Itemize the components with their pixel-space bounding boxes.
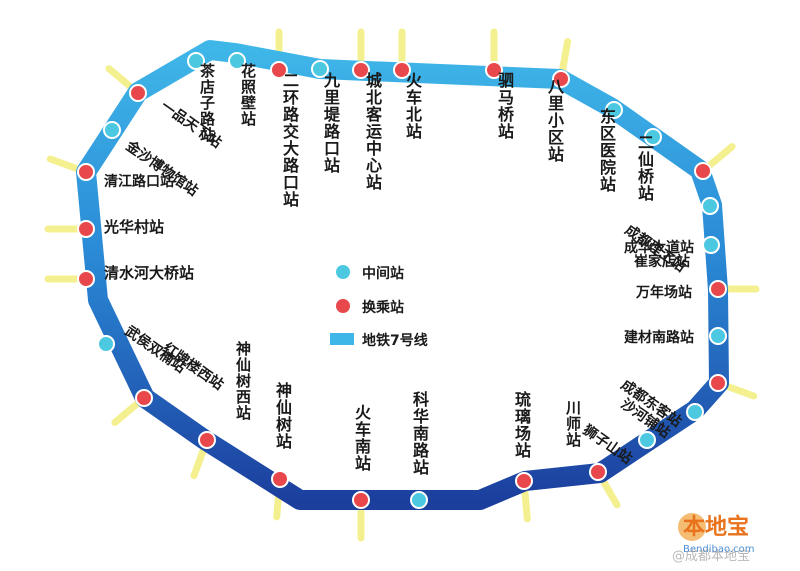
station-label: 火车北站 (406, 71, 423, 141)
transfer-station-dot[interactable] (352, 61, 370, 79)
station-label: 神仙树西站 (236, 340, 251, 422)
transfer-station-dot[interactable] (77, 270, 95, 288)
legend: 中间站 换乘站 地铁7号线 (330, 265, 428, 349)
station-label: 火车南站 (355, 403, 372, 473)
station-label: 驷马桥站 (498, 71, 515, 141)
station-label: 琉璃场站 (515, 390, 531, 460)
transfer-station-dot[interactable] (198, 431, 216, 449)
transfer-station-dot[interactable] (270, 61, 288, 79)
transfer-station-dot[interactable] (515, 472, 533, 490)
site-text: Bendibao.com (683, 544, 754, 555)
station-label: 神仙树站 (276, 381, 292, 451)
station-label: 万年场站 (635, 284, 692, 301)
station-label: 科华南路站 (413, 390, 430, 477)
legend-line-label: 地铁7号线 (362, 332, 428, 349)
station-label: 茶店子路站 (200, 62, 216, 144)
intermediate-station-dot[interactable] (644, 128, 662, 146)
intermediate-station-dot[interactable] (686, 403, 704, 421)
intermediate-station-dot[interactable] (605, 101, 623, 119)
transfer-station-dot[interactable] (709, 374, 727, 392)
intermediate-station-dot[interactable] (701, 197, 719, 215)
transfer-station-dot[interactable] (352, 491, 370, 509)
transfer-station-dot[interactable] (77, 163, 95, 181)
transfer-station-dot[interactable] (709, 280, 727, 298)
legend-transfer-dot (336, 299, 350, 313)
station-label: 川师站 (565, 399, 581, 449)
bendibao-logo: 本地宝 Bendibao.com (678, 513, 754, 555)
station-label: 成华大道站 (624, 239, 694, 256)
station-label: 金沙博物馆站 (122, 137, 201, 200)
station-label: 八里小区站 (547, 77, 565, 164)
station-label: 清水河大桥站 (104, 264, 194, 282)
brand-text: 本地宝 (683, 514, 749, 540)
intermediate-station-dot[interactable] (311, 60, 329, 78)
transfer-station-dot[interactable] (485, 61, 503, 79)
station-label: 东区医院站 (600, 107, 616, 194)
station-label: 二环路交大路口站 (283, 71, 300, 209)
watermark: 本地宝 Bendibao.com @成都本地宝 (672, 513, 754, 564)
station-label: 建材南路站 (624, 329, 694, 346)
station-label: 花照壁站 (241, 62, 256, 128)
weibo-text: @成都本地宝 (672, 549, 750, 564)
station-label: 崔家店站 (634, 253, 690, 270)
intermediate-station-dot[interactable] (702, 236, 720, 254)
intermediate-station-dot[interactable] (97, 335, 115, 353)
intermediate-station-dot[interactable] (410, 491, 428, 509)
legend-transfer-label: 换乘站 (362, 299, 404, 316)
legend-intermediate-dot (336, 265, 350, 279)
station-label: 清江路口站 (104, 173, 174, 190)
transfer-station-dot[interactable] (589, 463, 607, 481)
station-label: 二仙桥站 (638, 133, 655, 203)
legend-line-swatch (330, 333, 354, 345)
transfer-station-dot[interactable] (271, 470, 289, 488)
intermediate-station-dot[interactable] (709, 327, 727, 345)
transfer-station-dot[interactable] (77, 220, 95, 238)
transfer-station-dot[interactable] (135, 389, 153, 407)
intermediate-station-dot[interactable] (187, 52, 205, 70)
transfer-station-dot[interactable] (393, 61, 411, 79)
station-label: 光华村站 (103, 218, 164, 236)
station-label: 城北客运中心站 (366, 71, 383, 192)
stations (77, 52, 727, 509)
transfer-station-dot[interactable] (552, 70, 570, 88)
transfer-station-dot[interactable] (694, 162, 712, 180)
legend-intermediate-label: 中间站 (362, 265, 404, 282)
station-label: 九里堤路口站 (323, 71, 341, 175)
intermediate-station-dot[interactable] (103, 121, 121, 139)
transfer-station-dot[interactable] (129, 84, 147, 102)
line-7-loop (76, 40, 729, 510)
intermediate-station-dot[interactable] (228, 52, 246, 70)
intermediate-station-dot[interactable] (638, 431, 656, 449)
